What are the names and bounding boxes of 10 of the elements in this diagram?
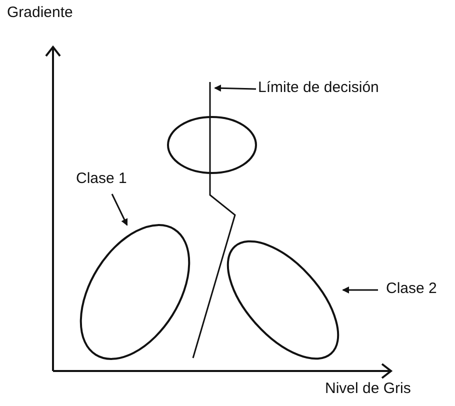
- decision-boundary-line: [190, 80, 238, 360]
- y-axis-label: Gradiente: [7, 4, 73, 21]
- boundary-label: Límite de decisión: [258, 79, 428, 99]
- leader-arrow: [111, 194, 128, 226]
- class-label: Clase 2: [386, 280, 452, 300]
- leader-arrow: [214, 84, 256, 92]
- class-label: Clase 1: [76, 170, 142, 190]
- leader-arrow: [342, 286, 378, 294]
- x-axis-label: Nivel de Gris: [325, 380, 411, 397]
- class-cluster-ellipse: [165, 115, 259, 175]
